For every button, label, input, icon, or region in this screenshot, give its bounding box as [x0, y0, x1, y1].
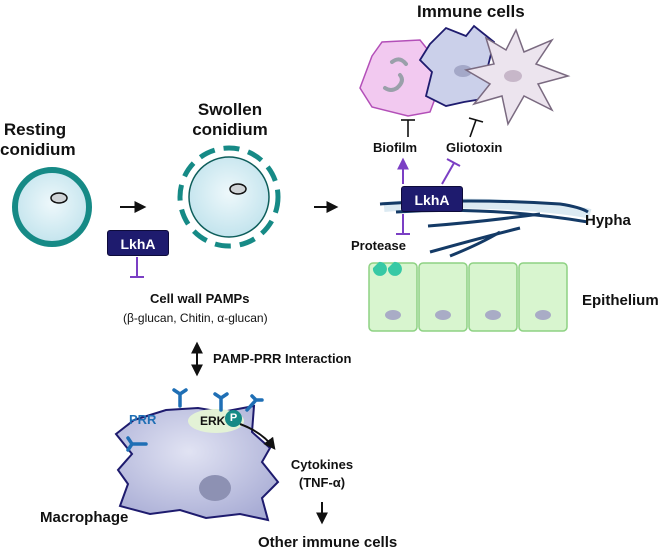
cell-wall-composition-label: (β-glucan, Chitin, α-glucan): [123, 311, 268, 325]
cell-wall-pamps-label: Cell wall PAMPs: [150, 291, 250, 306]
swollen-conidium-label: Swollen conidium: [178, 100, 282, 140]
receptor-icon: [126, 388, 264, 452]
phosphorylation-badge: P: [225, 410, 242, 427]
swollen-conidium: [177, 145, 281, 249]
protease-icon: [372, 261, 402, 276]
lkha-box-top: LkhA: [401, 186, 463, 212]
protease-label: Protease: [351, 238, 406, 253]
gliotoxin-label: Gliotoxin: [446, 140, 503, 155]
resting-conidium-label: Resting conidium: [0, 120, 76, 160]
resting-conidium: [12, 167, 92, 247]
biofilm-label: Biofilm: [373, 140, 418, 155]
resting-conidium-text: Resting conidium: [0, 120, 76, 159]
hypha-label: Hypha: [585, 212, 631, 229]
immune-cell-star: [463, 28, 571, 127]
right-arrow-icon: [239, 423, 276, 450]
inhibition-icon: [130, 257, 144, 278]
immune-cells-label: Immune cells: [417, 2, 525, 21]
macrophage-label: Macrophage: [40, 509, 129, 526]
erk-label: ERK: [200, 414, 226, 428]
inhibition-icon: [396, 158, 461, 235]
lkha-box-left: LkhA: [107, 230, 169, 256]
cytokines-label: Cytokines (TNF-α): [278, 456, 366, 492]
prr-label: PRR: [129, 412, 157, 427]
other-immune-cells-label: Other immune cells: [258, 534, 398, 551]
pamp-prr-interaction-label: PAMP-PRR Interaction: [213, 351, 352, 366]
swollen-conidium-text: Swollen conidium: [192, 100, 268, 139]
immune-cell-purple: [359, 39, 437, 117]
epithelium: [368, 262, 568, 332]
epithelium-label: Epithelium: [582, 292, 659, 309]
cytokines-text: Cytokines (TNF-α): [290, 457, 354, 490]
inhibition-icon: [401, 117, 484, 138]
